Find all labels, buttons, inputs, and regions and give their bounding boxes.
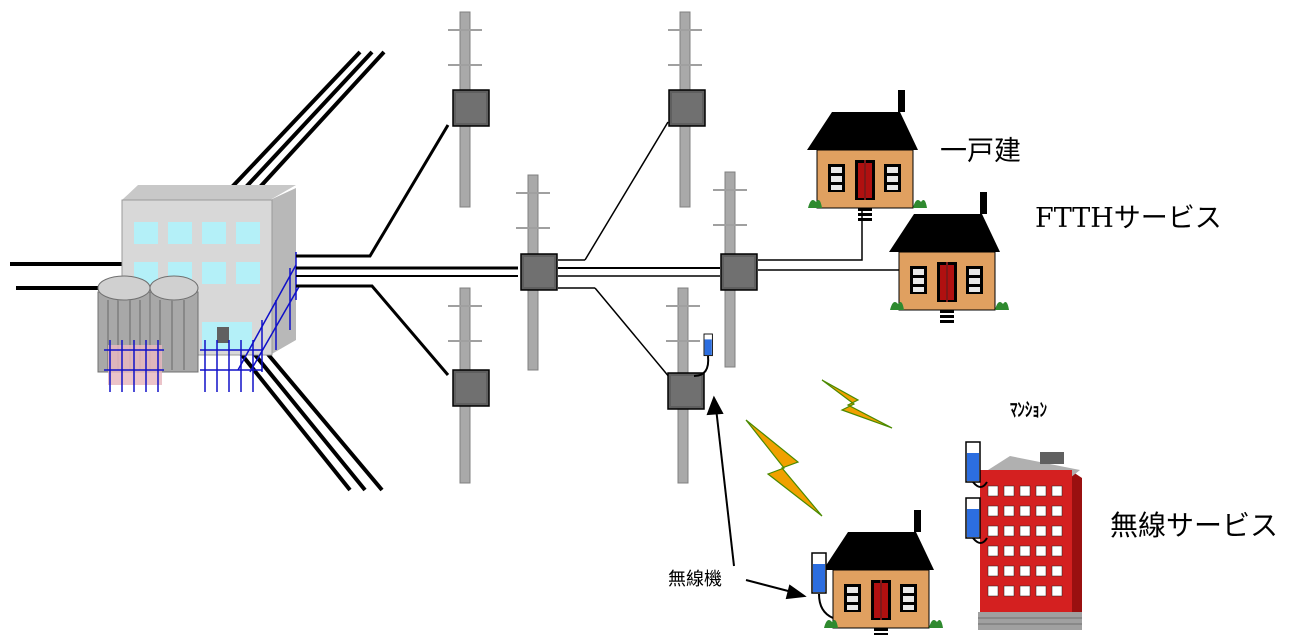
lightning-bolt-1: [821, 379, 893, 429]
junction-box-1: [452, 89, 490, 127]
device-arrows: [706, 395, 807, 600]
apartment-wireless-unit-2: [965, 497, 988, 544]
trunk-cables: [10, 50, 386, 492]
detached-house-2: [888, 191, 1010, 324]
storage-tanks: [97, 275, 199, 385]
junction-box-5: [452, 369, 490, 407]
pole-wireless-unit: [693, 333, 713, 377]
junction-box-2: [668, 89, 706, 127]
ftth-service-label: FTTHサービス: [1035, 203, 1222, 234]
house-wireless-unit: [811, 552, 834, 619]
detached-house-label: 一戸建: [940, 136, 1021, 167]
apartment-building: [978, 452, 1082, 630]
detached-house-1: [806, 89, 928, 222]
lightning-bolt-2: [745, 419, 823, 517]
wireless-device-label: 無線機: [668, 569, 722, 590]
feeder-cables: [296, 121, 905, 379]
wireless-service-label: 無線サービス: [1110, 509, 1279, 542]
wireless-house: [822, 509, 944, 635]
junction-box-4: [720, 253, 758, 291]
junction-box-3: [520, 253, 558, 291]
apartment-wireless-unit-1: [965, 441, 988, 488]
fence: [104, 252, 301, 392]
mansion-label: ﾏﾝｼｮﾝ: [1010, 399, 1048, 421]
junction-box-6: [667, 372, 705, 410]
